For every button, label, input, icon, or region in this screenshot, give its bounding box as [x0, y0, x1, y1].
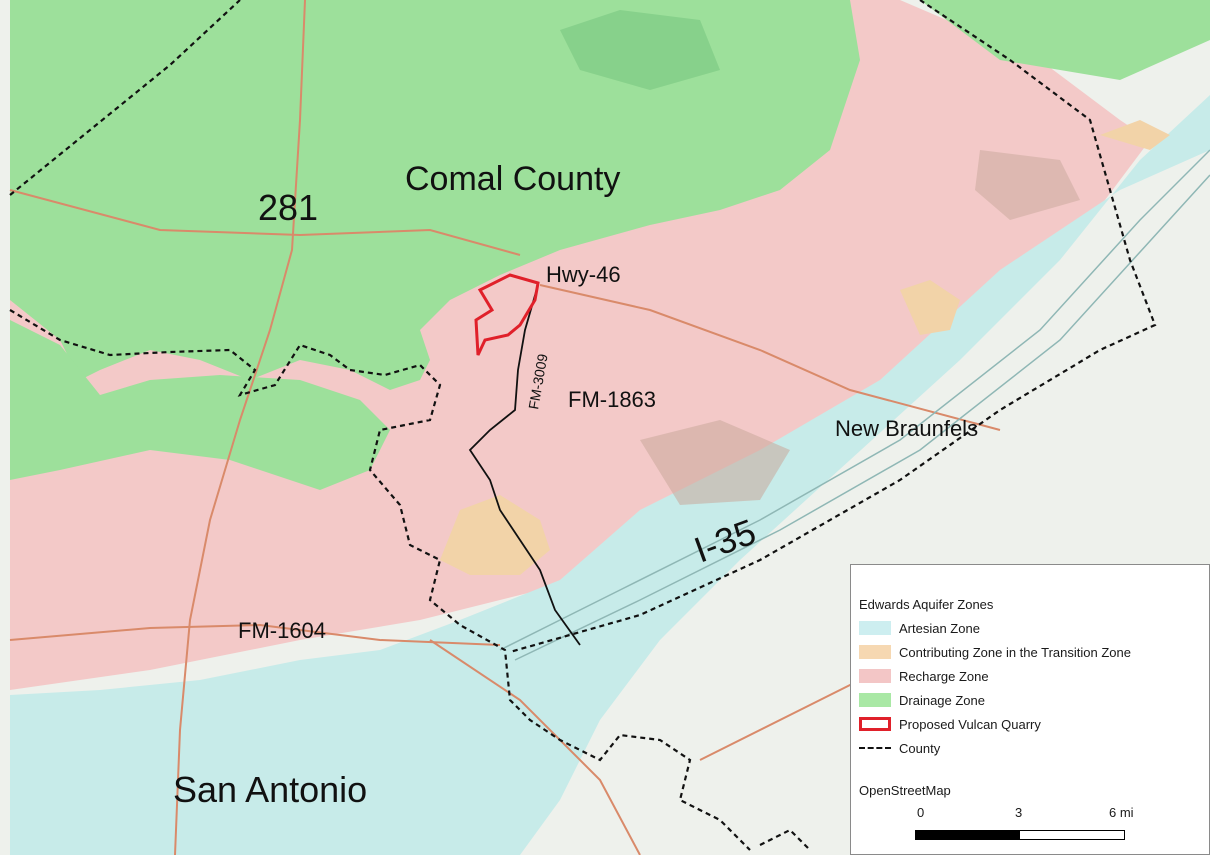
legend-item-recharge: Recharge Zone — [859, 667, 989, 685]
legend-label: Contributing Zone in the Transition Zone — [899, 644, 1131, 660]
hwy281-label: 281 — [258, 187, 318, 228]
drainage-zone-west — [10, 320, 390, 490]
san-antonio-label: San Antonio — [173, 769, 367, 810]
artesian-swatch — [859, 621, 891, 635]
fm1604-label: FM-1604 — [238, 618, 326, 643]
artesian-zone — [10, 95, 1210, 855]
contributing-zone-1 — [440, 495, 550, 575]
fm3009-road — [468, 284, 581, 646]
legend-label: Artesian Zone — [899, 620, 980, 636]
basemap-credit: OpenStreetMap — [859, 783, 951, 798]
legend-item-contributing: Contributing Zone in the Transition Zone — [859, 643, 1131, 661]
fm1863-label: FM-1863 — [568, 387, 656, 412]
vegetation-patch — [640, 420, 790, 505]
legend-label: Recharge Zone — [899, 668, 989, 684]
legend-item-county: County — [859, 739, 940, 757]
scale-tick-6: 6 mi — [1109, 805, 1134, 820]
contributing-swatch — [859, 645, 891, 659]
vegetation-patch — [975, 150, 1080, 220]
i35-corridor — [499, 149, 1210, 661]
drainage-swatch — [859, 693, 891, 707]
drainage-zone — [10, 0, 860, 390]
county-label: Comal County — [405, 160, 620, 198]
hwy46-label: Hwy-46 — [546, 262, 621, 287]
county-boundaries — [9, 0, 1157, 851]
scale-tick-0: 0 — [917, 805, 925, 820]
scale-tick-3: 3 — [1015, 805, 1023, 820]
scale-bar — [915, 830, 1125, 840]
proposed-quarry-outline — [474, 273, 540, 356]
recharge-swatch — [859, 669, 891, 683]
legend-item-drainage: Drainage Zone — [859, 691, 985, 709]
drainage-zone-north — [920, 0, 1210, 80]
contributing-zone-3 — [1100, 120, 1170, 150]
legend-label: County — [899, 740, 941, 756]
legend-title: Edwards Aquifer Zones — [859, 597, 994, 612]
new-braunfels-label: New Braunfels — [835, 416, 978, 441]
contributing-zone-2 — [900, 280, 960, 335]
scale-bar-segment — [916, 831, 1020, 839]
quarry-swatch — [859, 717, 891, 731]
map-legend: Edwards Aquifer Zones Artesian Zone Cont… — [850, 564, 1210, 855]
legend-label: Proposed Vulcan Quarry — [899, 716, 1041, 732]
legend-label: Drainage Zone — [899, 692, 985, 708]
legend-item-quarry: Proposed Vulcan Quarry — [859, 715, 1041, 733]
vegetation-patch — [560, 10, 720, 90]
legend-item-artesian: Artesian Zone — [859, 619, 980, 637]
county-swatch — [859, 747, 891, 749]
